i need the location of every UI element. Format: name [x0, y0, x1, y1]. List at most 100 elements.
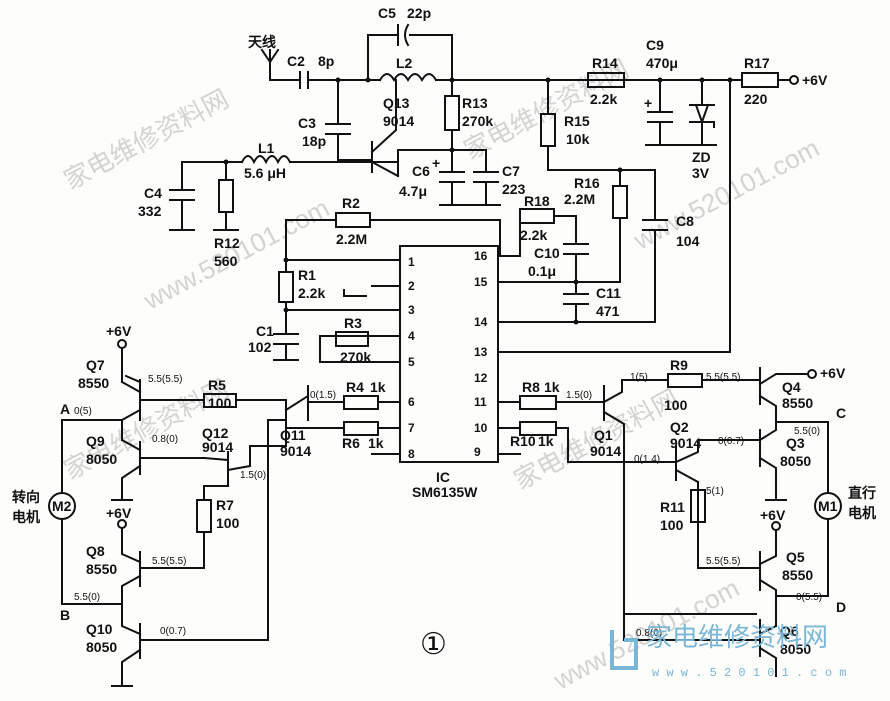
r11-value: 100 [660, 517, 684, 533]
steer-motor-line2: 电机 [12, 509, 40, 525]
ic-pin: 16 [474, 249, 488, 263]
voltage-q1c: 1.5(0) [566, 390, 592, 401]
voltage-b: 5.5(0) [74, 592, 100, 603]
r13-label: R13 [462, 95, 488, 111]
ic-label: IC [436, 469, 450, 485]
ic-pin: 14 [474, 315, 488, 329]
resistor-r3 [335, 331, 369, 347]
resistor-r14 [587, 72, 625, 88]
figure-number: ① [420, 628, 447, 661]
antenna-label: 天线 [248, 34, 276, 50]
resistor-r8 [519, 395, 557, 410]
c5-value: 22p [407, 5, 431, 21]
r5-value: 100 [208, 395, 232, 411]
r17-value: 220 [744, 91, 768, 107]
voltage-q3: 0(0.7) [718, 436, 744, 447]
r1-label: R1 [298, 267, 316, 283]
q3-value: 8050 [780, 453, 811, 469]
r16-label: R16 [574, 175, 600, 191]
supply-label-q5: +6V [760, 507, 786, 523]
antenna-symbol [260, 48, 301, 81]
r16-value: 2.2M [564, 191, 595, 207]
q6-label: Q6 [780, 623, 799, 639]
resistor-r12 [218, 179, 234, 213]
r14-label: R14 [592, 55, 618, 71]
supply-label-q7: +6V [106, 323, 132, 339]
q11-label: Q11 [280, 427, 306, 443]
ic-pin: 3 [408, 303, 415, 317]
resistor-r6 [343, 421, 379, 436]
node-d: D [836, 599, 846, 615]
resistor-r1 [278, 271, 294, 303]
r10-label: R10 [510, 433, 536, 449]
voltage-q5: 5.5(5.5) [706, 556, 740, 567]
r12-label: R12 [214, 235, 240, 251]
transistor-q3 [758, 421, 787, 501]
q2-value: 9014 [670, 435, 701, 451]
zd-value: 3V [692, 165, 710, 181]
transistor-q4 [758, 367, 809, 423]
ic-pin: 8 [408, 447, 415, 461]
r2-label: R2 [342, 195, 360, 211]
voltage-q10: 0(0.7) [160, 626, 186, 637]
transistor-q5 [758, 529, 777, 597]
ic-pin: 12 [474, 371, 488, 385]
ic-body [399, 245, 499, 463]
c7-value: 223 [502, 181, 526, 197]
c1-label: C1 [256, 323, 274, 339]
c7-label: C7 [502, 163, 520, 179]
q4-label: Q4 [782, 379, 801, 395]
r9-label: R9 [670, 357, 688, 373]
inductor-l1 [240, 155, 292, 165]
voltage-a: 0(5) [74, 406, 92, 417]
r3-label: R3 [344, 315, 362, 331]
ic-pin: 10 [474, 421, 488, 435]
q4-value: 8550 [782, 395, 813, 411]
c2-value: 8p [318, 53, 334, 69]
r10-value: 1k [538, 433, 554, 449]
ic-pin: 2 [408, 279, 415, 293]
resistor-r9 [667, 373, 703, 388]
r12-value: 560 [214, 253, 238, 269]
l2-label: L2 [396, 55, 413, 71]
drive-motor-line1: 直行 [848, 485, 876, 501]
voltage-q2: 0(1.4) [634, 454, 660, 465]
r15-label: R15 [564, 113, 590, 129]
supply-label-q8: +6V [106, 505, 132, 521]
c9-plus: + [644, 95, 652, 111]
node-a: A [60, 401, 70, 417]
c11-value: 471 [596, 303, 620, 319]
node-b: B [60, 607, 70, 623]
transistor-q13 [370, 79, 400, 178]
c3-label: C3 [298, 115, 316, 131]
voltage-d: 0(5.5) [796, 592, 822, 603]
q13-value: 9014 [383, 113, 414, 129]
q10-label: Q10 [86, 621, 113, 637]
c6-plus: + [432, 155, 440, 171]
r7-label: R7 [216, 497, 234, 513]
supply-label: +6V [802, 72, 828, 88]
c8-value: 104 [676, 233, 700, 249]
voltage-q8: 5.5(5.5) [152, 556, 186, 567]
drive-motor-line2: 电机 [848, 505, 876, 521]
q3-label: Q3 [786, 435, 805, 451]
voltage-q1b: 1(5) [630, 372, 648, 383]
voltage-r11: 5(1) [706, 486, 724, 497]
c10-value: 0.1μ [528, 263, 556, 279]
r8-label: R8 [522, 379, 540, 395]
watermark-text: www.520101.com [628, 132, 824, 255]
q13-label: Q13 [383, 95, 410, 111]
r14-value: 2.2k [590, 91, 617, 107]
resistor-r13 [444, 95, 460, 131]
c10-label: C10 [534, 245, 560, 261]
resistor-r7 [196, 499, 212, 533]
q8-value: 8550 [86, 561, 117, 577]
steer-motor-line1: 转向 [12, 489, 40, 505]
voltage-q11b: 0(1.5) [310, 390, 336, 401]
voltage-c: 5.5(0) [794, 426, 820, 437]
node-c: C [836, 405, 846, 421]
voltage-q9: 0.8(0) [152, 434, 178, 445]
ic-pin: 7 [408, 421, 415, 435]
